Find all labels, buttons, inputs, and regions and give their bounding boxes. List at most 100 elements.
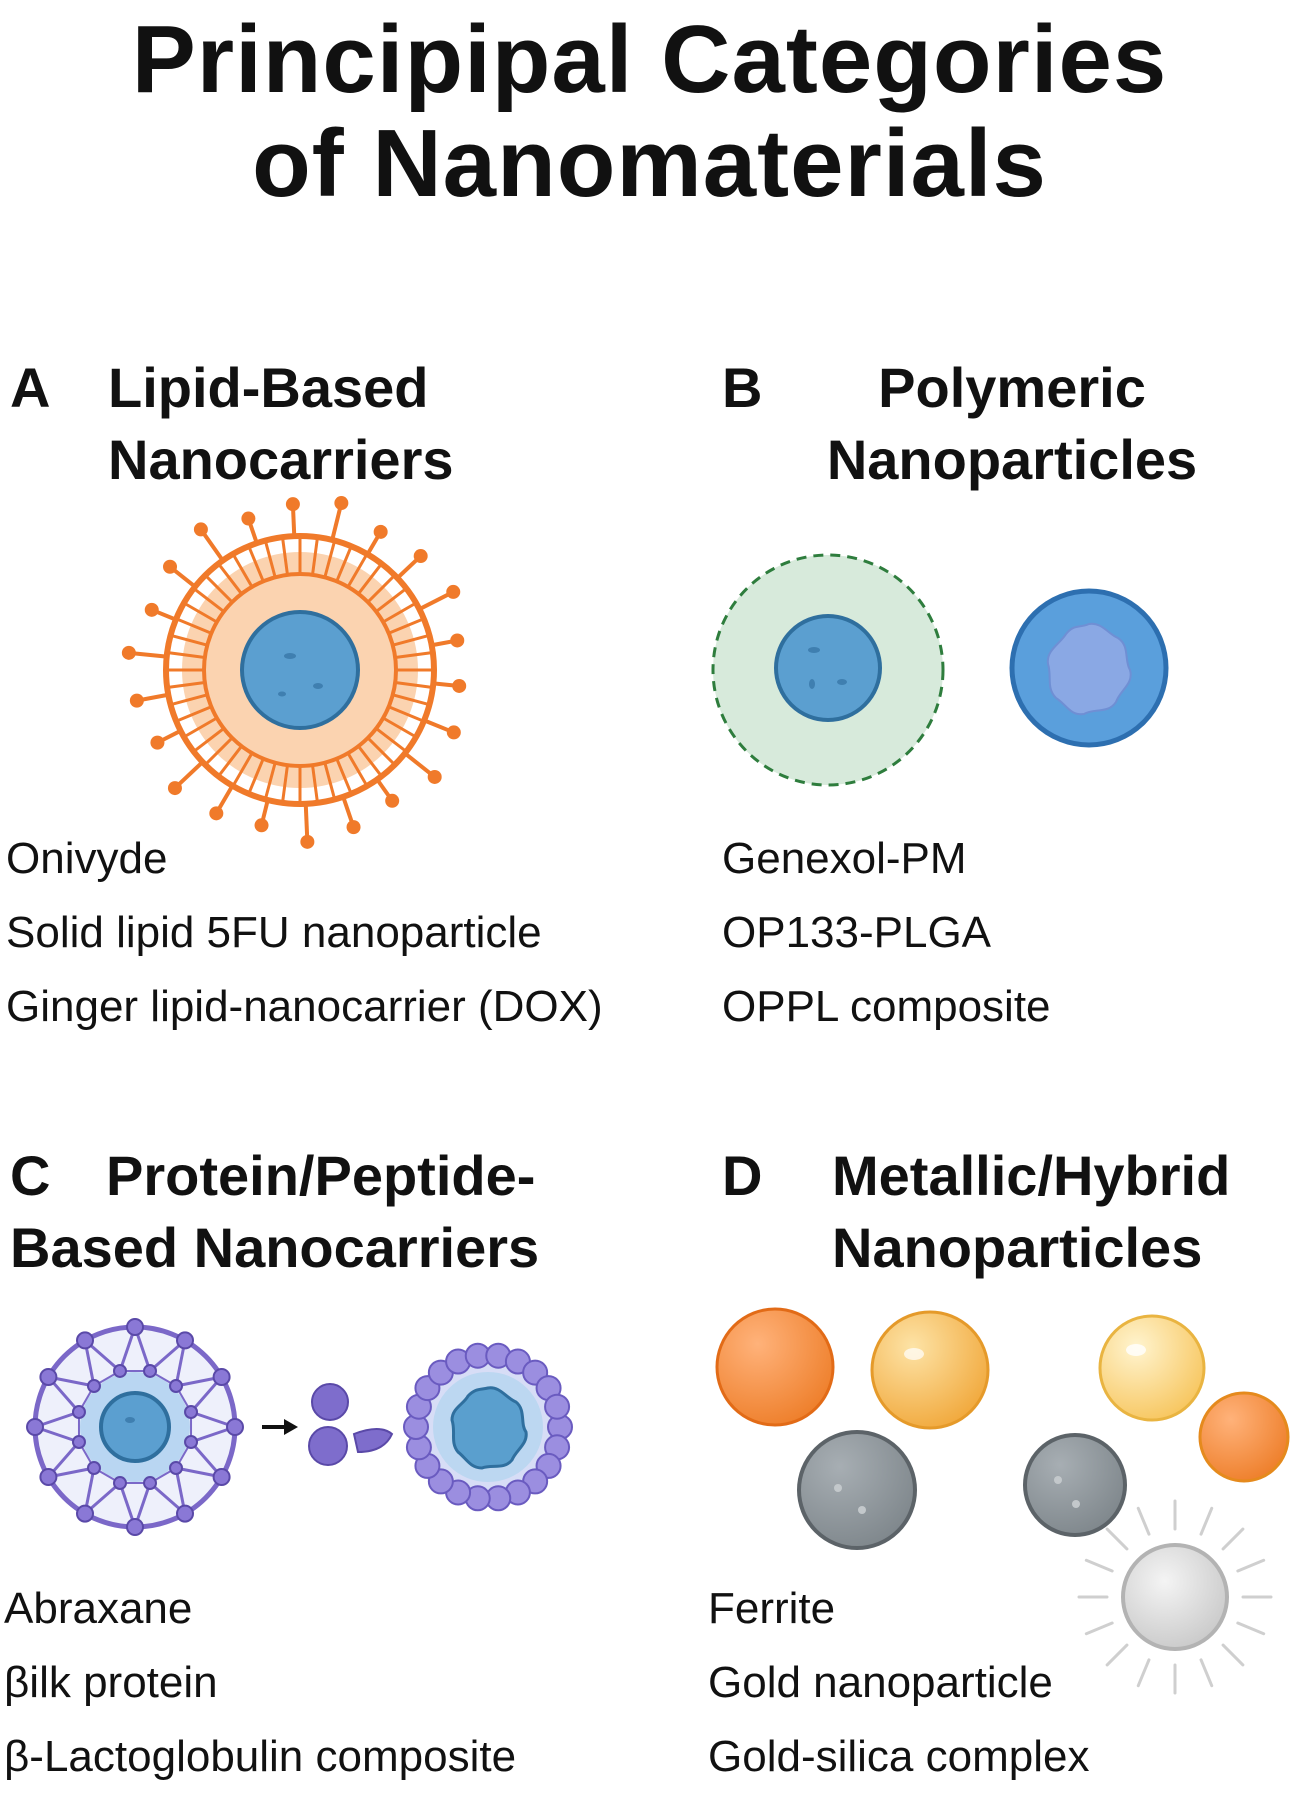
lipid-tail [375,587,408,613]
panel-b-items: Genexol-PM OP133-PLGA OPPL composite [722,822,1051,1044]
protein-nanocarrier-icon [403,1342,573,1512]
cage-node [143,1476,158,1491]
lipid-tail [323,762,337,800]
silica-ray [1236,1621,1266,1636]
lipid-tail [357,562,383,595]
lipid-tail [382,601,417,624]
panel-a-heading: Lipid-Based Nanocarriers [108,352,454,496]
cage-node [169,1461,184,1476]
peg-head [121,645,136,660]
title-line-1: Principipal Categories [131,6,1168,113]
lipid-tail [323,540,337,578]
panel-d-heading-line-1: Metallic/Hybrid [832,1144,1231,1207]
cage-node [76,1504,94,1523]
lipid-tail [311,764,319,804]
list-item: Gold nanoparticle [708,1658,1053,1707]
lipid-tail [231,752,254,787]
panel-d-heading: Metallic/Hybrid Nanoparticles [832,1140,1230,1284]
protein-cage-icon [26,1318,244,1536]
lipid-tail [281,764,289,804]
lipid-tail [166,681,206,689]
silica-ray [1136,1506,1151,1536]
silica-ray [1105,1643,1129,1667]
lipid-tail [170,693,208,707]
lipid-tail [281,536,289,576]
lipid-tail [375,727,408,753]
lipid-tail [335,758,353,795]
lipid-tail [392,633,430,647]
title-line-2: of Nanomaterials [252,110,1047,217]
lipid-tail [192,587,225,613]
list-item: OP133-PLGA [722,908,992,957]
peg-head [334,496,349,511]
lipid-nanocarrier-icon [121,496,467,849]
lipid-tail [204,574,234,604]
lipid-tail [204,736,234,766]
lipid-tail [346,752,369,787]
list-item: βilk protein [4,1658,218,1707]
silica-ray [1221,1643,1245,1667]
peg-head [427,769,442,784]
peg-head [163,559,178,574]
silica-ray [1236,1558,1266,1573]
lipid-tail [166,651,206,659]
list-item: β-Lactoglobulin composite [4,1732,517,1781]
cage-node [39,1468,58,1486]
peg-head [413,549,428,564]
panel-a-letter: A [10,356,51,419]
panel-b-heading-line-2: Nanoparticles [826,428,1198,491]
lipid-tail [382,716,417,739]
silica-ray [1084,1558,1114,1573]
lipid-tail [183,716,218,739]
lipid-tail [311,536,319,576]
silica-ray [1136,1658,1151,1688]
lipid-tail [247,758,265,795]
cage-node [26,1418,44,1436]
lipid-tail [175,705,212,723]
peg-head [129,693,144,708]
peg-head [446,584,461,599]
lipid-tail [346,553,369,588]
silica-ray [1221,1527,1245,1551]
peg-head [167,781,182,796]
lipid-tail [217,745,243,778]
cage-node [176,1331,194,1350]
cage-node [126,1518,144,1536]
lipid-tail [392,693,430,707]
list-item: OPPL composite [722,982,1051,1031]
cage-node [212,1368,231,1386]
peg-head [209,806,224,821]
peg-head [373,524,388,539]
cage-node [86,1461,101,1476]
lipid-tail [263,540,277,578]
list-item: Abraxane [4,1584,193,1633]
peg-head [446,725,461,740]
cage-node [71,1404,86,1419]
list-item: Ferrite [708,1584,836,1633]
lipid-tail [335,545,353,582]
panel-d-letter: D [722,1144,763,1207]
gold-silica-particle-icon [1077,1499,1273,1695]
cage-node [176,1504,194,1523]
cage-node [226,1418,244,1436]
peg-head [193,522,208,537]
silica-ray [1199,1506,1214,1536]
peg-head [144,602,159,617]
lipid-tail [357,745,383,778]
cage-node [86,1378,101,1393]
cage-node [184,1435,199,1450]
panel-c-heading-line-2: Based Nanocarriers [10,1216,540,1279]
peg-head [385,793,400,808]
silica-ray [1199,1658,1214,1688]
diagram-title: Principipal Categories of Nanomaterials [0,0,1299,250]
cage-node [212,1468,231,1486]
metallic-nanoparticles-icon [715,1307,1290,1550]
silica-ray [1084,1621,1114,1636]
lipid-tail [394,651,434,659]
lipid-tail [263,762,277,800]
peg-head [300,834,315,849]
panel-b-heading: Polymeric Nanoparticles [812,352,1212,496]
lipid-tail [170,633,208,647]
list-item: Genexol-PM [722,834,967,883]
